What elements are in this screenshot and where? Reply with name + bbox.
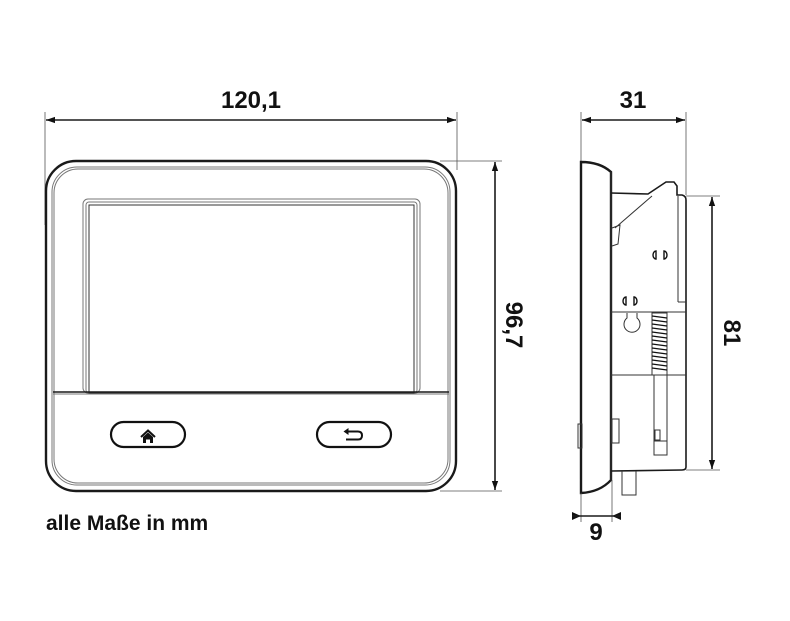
- screen: [88, 204, 415, 394]
- spring: [651, 312, 668, 376]
- bezel-depth-label: 9: [589, 519, 602, 546]
- home-button[interactable]: [109, 420, 187, 449]
- keyhole-mount: [623, 313, 641, 333]
- back-housing: [610, 181, 687, 472]
- depth-dimension-label: 31: [620, 87, 647, 114]
- home-icon: [140, 429, 156, 443]
- back-button[interactable]: [315, 420, 393, 449]
- slider-rod: [653, 374, 668, 456]
- units-note: alle Maße in mm: [46, 512, 208, 535]
- bezel-side-tab: [577, 423, 583, 449]
- housing-outline: [44, 159, 458, 493]
- width-dimension-label: 120,1: [221, 87, 281, 114]
- bezel-profile: [579, 160, 613, 495]
- screw-mark-lower: [622, 296, 638, 306]
- side-view: 31: [572, 87, 745, 546]
- front-view: 120,1 9: [44, 87, 527, 493]
- back-arrow-icon: [343, 428, 364, 441]
- housing-inner-edge-2: [53, 168, 449, 484]
- housing-inner-edge: [51, 166, 451, 486]
- screen-frame-mid: [85, 201, 418, 394]
- screw-mark-upper: [652, 250, 668, 260]
- clip-tab: [611, 224, 621, 247]
- screen-frame-outer: [82, 198, 421, 394]
- clip-slant: [614, 195, 653, 229]
- housing-side-tab: [611, 418, 620, 444]
- bottom-pin: [621, 471, 637, 496]
- slider-notch: [654, 429, 661, 441]
- height-dimension-label: 96,7: [500, 302, 527, 349]
- mount-height-dimension-label: 81: [718, 320, 745, 347]
